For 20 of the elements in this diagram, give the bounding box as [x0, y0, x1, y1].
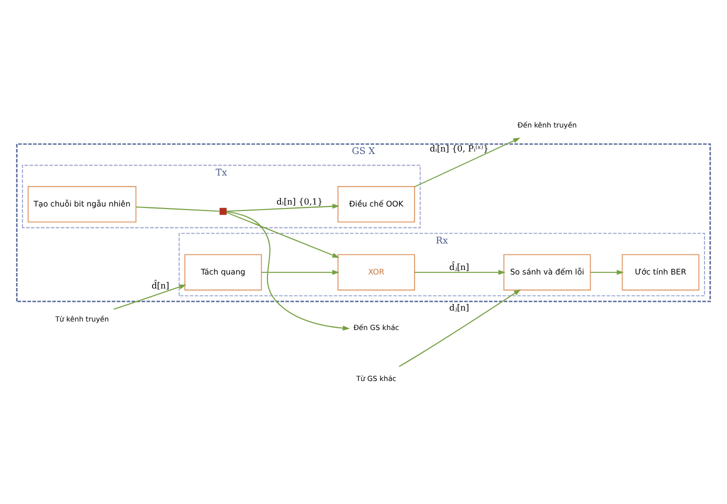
- edge-label: d̂ⱼ[n]: [449, 262, 470, 272]
- edge-label: dⱼ[n]: [449, 302, 470, 313]
- arrow: [226, 210, 350, 330]
- edge-label: d̂[n]: [152, 280, 170, 291]
- arrow: [414, 269, 506, 274]
- arrow: [114, 284, 186, 310]
- node-box: [220, 207, 227, 214]
- edge-label: dᵢ[n] {0, Pᵢ⁽ˣ⁾}: [430, 144, 489, 154]
- node-text: Đến kênh truyền: [518, 120, 577, 129]
- arrow: [414, 137, 520, 187]
- arrow: [590, 269, 624, 274]
- arrow: [262, 269, 340, 274]
- node-text: Từ GS khác: [356, 374, 396, 383]
- edge-label: dᵢ[n] {0,1}: [276, 197, 323, 208]
- connector: [136, 206, 220, 212]
- node-text: Từ kênh truyền: [55, 314, 109, 324]
- arrow: [226, 211, 340, 258]
- node-text: Đến GS khác: [353, 322, 400, 332]
- arrow: [398, 288, 521, 367]
- arrow: [226, 203, 340, 212]
